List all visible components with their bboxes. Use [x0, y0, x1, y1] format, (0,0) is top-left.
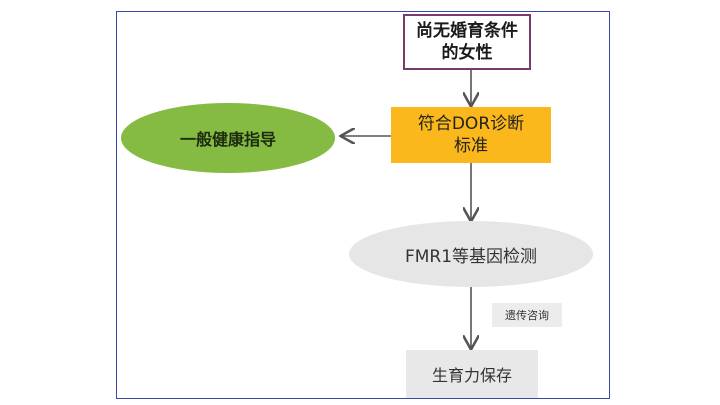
node-fmr1-gene-testing: FMR1等基因检测 — [349, 221, 593, 287]
node-health-label: 一般健康指导 — [179, 130, 276, 149]
diagram-frame — [116, 11, 610, 399]
node-fertility-preservation: 生育力保存 — [406, 350, 538, 398]
node-dor-line2: 标准 — [453, 136, 488, 156]
node-fmr-label: FMR1等基因检测 — [404, 246, 538, 267]
node-general-health-guidance: 一般健康指导 — [121, 103, 335, 173]
node-dor-line1: 符合DOR诊断 — [417, 114, 525, 134]
counsel-label: 遗传咨询 — [505, 309, 549, 322]
node-start-line1: 尚无婚育条件 — [416, 21, 518, 41]
node-dor-criteria: 符合DOR诊断 标准 — [391, 107, 551, 163]
node-fertility-label: 生育力保存 — [431, 366, 512, 385]
label-genetic-counseling: 遗传咨询 — [492, 303, 562, 327]
node-start-line2: 的女性 — [441, 43, 493, 63]
node-women-without-marriage-conditions: 尚无婚育条件 的女性 — [403, 14, 531, 70]
